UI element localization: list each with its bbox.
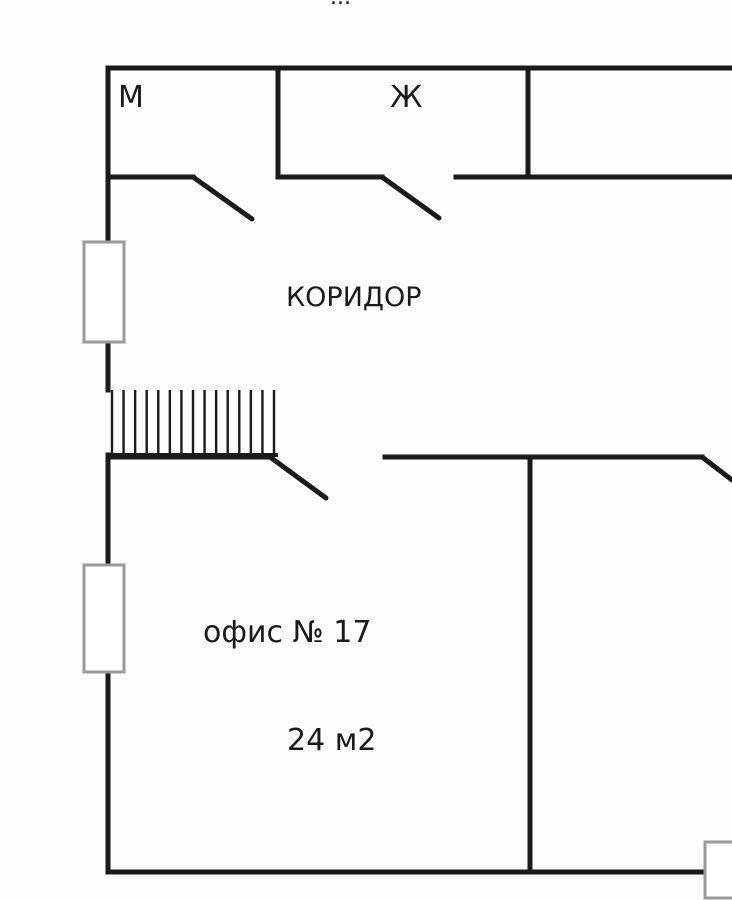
door-adjacent-room: [699, 454, 732, 483]
window-bottom-right: [703, 840, 732, 900]
room-label-office: офис № 17: [203, 615, 371, 650]
window-corridor: [82, 240, 126, 344]
windows: [82, 240, 732, 900]
doors: [190, 174, 732, 501]
office-partitions: [105, 454, 705, 875]
room-label-wc-men: М: [118, 80, 144, 115]
cropped-top-text: ...: [330, 0, 351, 10]
outer-walls: [105, 65, 732, 875]
window-office: [82, 563, 126, 674]
door-wc-men: [190, 174, 255, 222]
room-label-wc-women: Ж: [390, 80, 422, 115]
door-wc-women: [379, 174, 442, 221]
restroom-partitions: [105, 65, 732, 180]
stair-hatch: [106, 390, 278, 457]
room-label-office-area: 24 м2: [287, 723, 376, 758]
door-office: [267, 454, 329, 501]
room-label-corridor: КОРИДОР: [286, 282, 422, 313]
